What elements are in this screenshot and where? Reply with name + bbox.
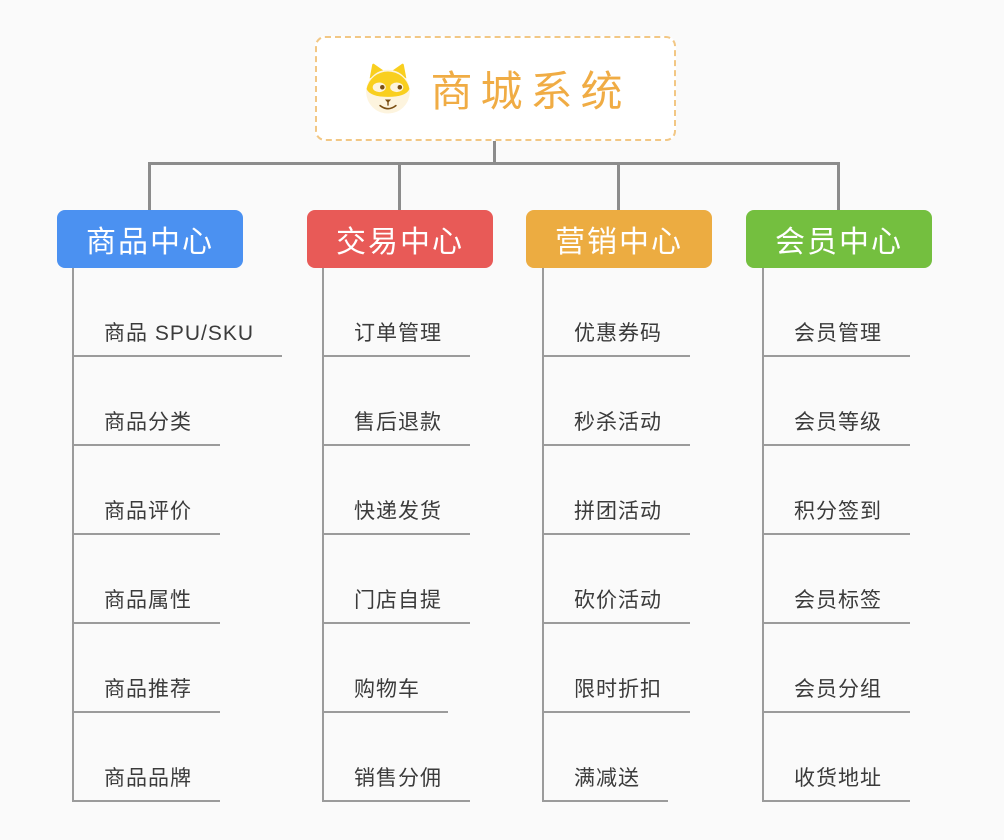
dog-face-logo-icon <box>366 63 411 113</box>
connector-bus <box>148 162 839 165</box>
branch-product-center[interactable]: 商品中心 <box>57 210 243 268</box>
leaf-node[interactable]: 商品 SPU/SKU <box>72 321 283 357</box>
connector-drop-2 <box>398 162 401 210</box>
branch-marketing-center[interactable]: 营销中心 <box>526 210 712 268</box>
leaf-node[interactable]: 会员等级 <box>762 410 910 446</box>
leaf-node[interactable]: 秒杀活动 <box>542 410 690 446</box>
leaf-node[interactable]: 优惠券码 <box>542 321 690 357</box>
leaf-node[interactable]: 商品属性 <box>72 588 220 624</box>
branch-member-center[interactable]: 会员中心 <box>746 210 932 268</box>
branch-label: 会员中心 <box>775 226 903 259</box>
leaf-node[interactable]: 门店自提 <box>322 588 470 624</box>
leaf-node[interactable]: 订单管理 <box>322 321 470 357</box>
root-title: 商城系统 <box>430 68 631 115</box>
leaf-node[interactable]: 购物车 <box>322 677 448 713</box>
leaf-node[interactable]: 收货地址 <box>762 766 910 802</box>
leaf-node[interactable]: 满减送 <box>542 766 668 802</box>
leaf-node[interactable]: 会员管理 <box>762 321 910 357</box>
leaf-node[interactable]: 拼团活动 <box>542 499 690 535</box>
leaf-node[interactable]: 商品评价 <box>72 499 220 535</box>
branch-label: 商品中心 <box>86 226 214 259</box>
branch-label: 交易中心 <box>336 226 464 259</box>
leaf-node[interactable]: 快递发货 <box>322 499 470 535</box>
connector-trunk-3 <box>542 268 544 802</box>
leaf-node[interactable]: 商品品牌 <box>72 766 220 802</box>
leaf-node[interactable]: 限时折扣 <box>542 677 690 713</box>
leaf-node[interactable]: 售后退款 <box>322 410 470 446</box>
connector-drop-4 <box>837 162 840 210</box>
connector-trunk-1 <box>72 268 74 802</box>
root-node[interactable]: 商城系统 <box>315 36 676 141</box>
connector-trunk-4 <box>762 268 764 802</box>
branch-trade-center[interactable]: 交易中心 <box>307 210 493 268</box>
leaf-node[interactable]: 销售分佣 <box>322 766 470 802</box>
leaf-node[interactable]: 会员分组 <box>762 677 910 713</box>
leaf-node[interactable]: 砍价活动 <box>542 588 690 624</box>
connector-drop-3 <box>617 162 620 210</box>
leaf-node[interactable]: 商品分类 <box>72 410 220 446</box>
connector-trunk-2 <box>322 268 324 802</box>
leaf-node[interactable]: 会员标签 <box>762 588 910 624</box>
leaf-node[interactable]: 积分签到 <box>762 499 910 535</box>
connector-root-stem <box>493 140 496 164</box>
connector-drop-1 <box>148 162 151 210</box>
branch-label: 营销中心 <box>555 226 683 259</box>
leaf-node[interactable]: 商品推荐 <box>72 677 220 713</box>
